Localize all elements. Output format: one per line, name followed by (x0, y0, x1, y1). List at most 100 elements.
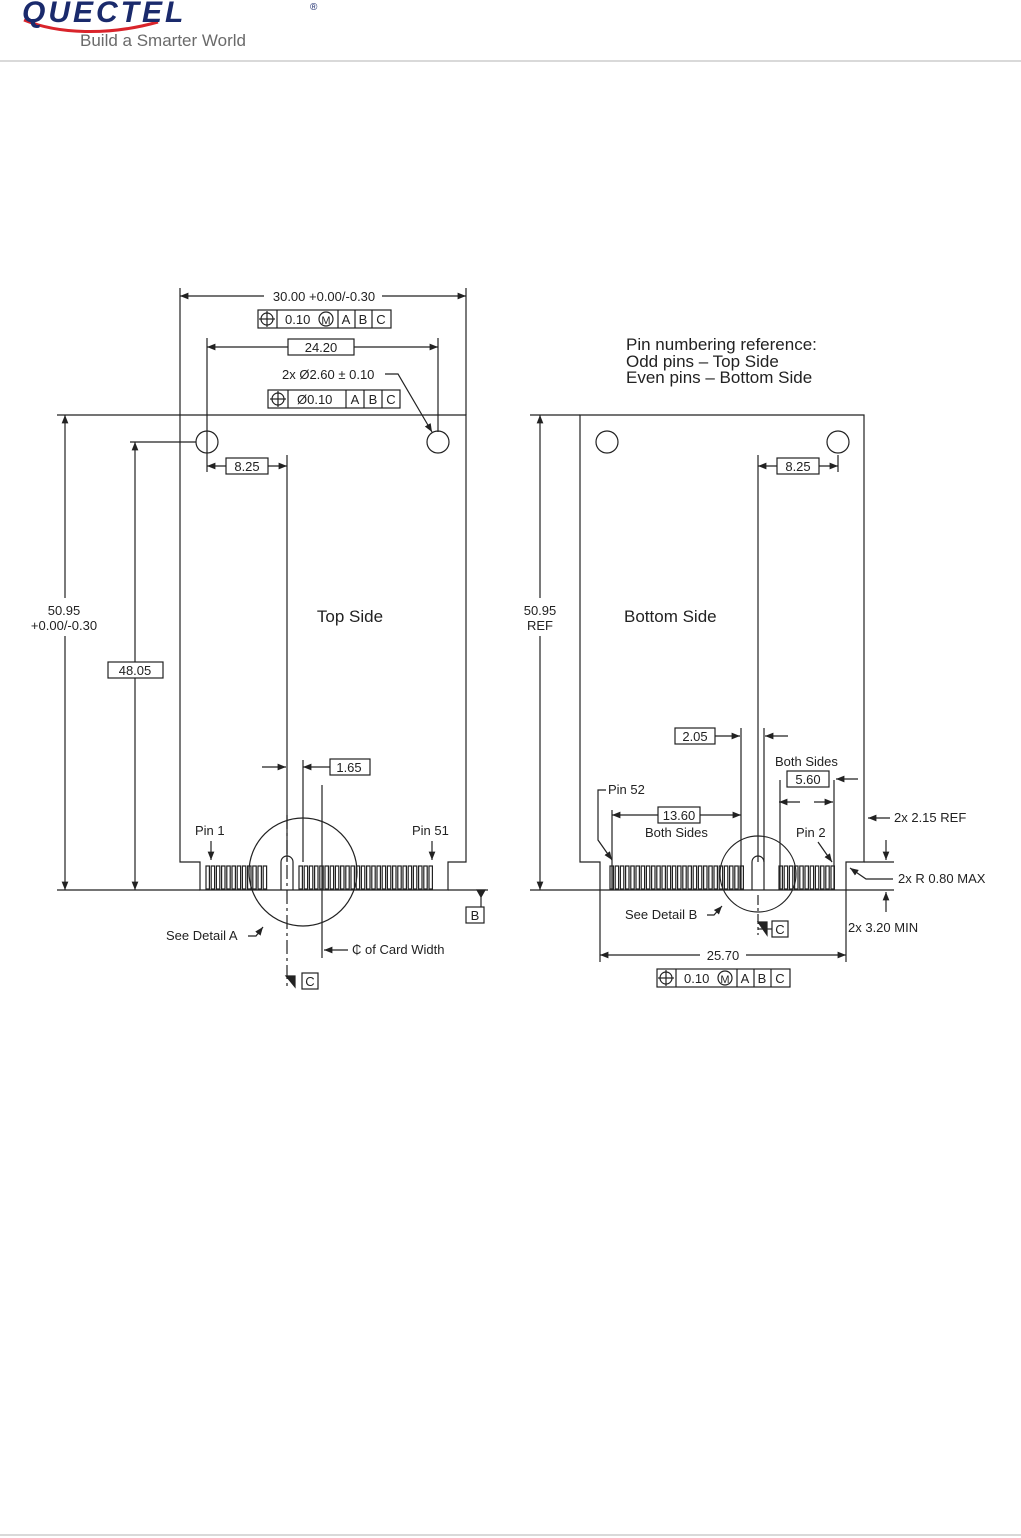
detail-b-label: See Detail B (625, 907, 697, 922)
fcf-datum-a: A (342, 312, 351, 327)
mmc-icon (318, 311, 334, 327)
pin-contact (257, 865, 263, 890)
pin-contact (708, 865, 713, 890)
leader-line (707, 905, 723, 916)
fcf-mod: M (321, 315, 330, 327)
datum-c-label: C (775, 922, 784, 937)
pin-contact (825, 865, 830, 890)
dim-box (287, 338, 355, 356)
pin-contact (734, 865, 739, 890)
pin-contact (366, 865, 371, 890)
notch-min: 2x 3.20 MIN (848, 920, 918, 935)
bottom-side-view: Pin numbering reference: Odd pins – Top … (524, 335, 986, 988)
bottom-hole-offset: 8.25 (785, 459, 810, 474)
pin-contact (713, 865, 719, 890)
pitch-left: 13.60 (663, 808, 696, 823)
pin-51-label: Pin 51 (412, 823, 449, 838)
pin-contact (334, 865, 340, 890)
pin-contact (788, 865, 794, 890)
pin-contact (226, 865, 231, 890)
pin-contact (376, 865, 382, 890)
pin-contact (676, 865, 682, 890)
both-sides-label: Both Sides (775, 754, 838, 769)
dim-box (107, 661, 164, 679)
top-hole-offset: 8.25 (234, 459, 259, 474)
logo-registered: ® (310, 2, 318, 13)
pin-contact (656, 865, 661, 890)
pin-contact (386, 865, 392, 890)
pin-contact (262, 865, 268, 890)
pin-contact (252, 865, 257, 890)
pin-contact (635, 865, 641, 890)
datum-c-label: C (305, 974, 314, 989)
pin-contact (799, 865, 804, 890)
pin-contact (423, 865, 428, 890)
bottom-height-2: REF (527, 618, 553, 633)
datum-c-triangle (284, 975, 296, 989)
pin-contact (624, 865, 630, 890)
pin-52-label: Pin 52 (608, 782, 645, 797)
hole-spacing: 24.20 (305, 340, 338, 355)
hole-fcf (267, 389, 401, 409)
pin-contact (783, 865, 789, 890)
pin-contact (692, 865, 698, 890)
pin-contact (397, 865, 402, 890)
dim-box (776, 457, 820, 475)
bottom-pins-left (609, 865, 745, 890)
pin-contact (697, 865, 703, 890)
bottom-hole-right (826, 430, 850, 454)
pin-contact (298, 865, 304, 890)
pin-contact (682, 865, 687, 890)
quectel-logo: QUECTEL ® Build a Smarter World (22, 0, 318, 50)
pin-contact (671, 865, 677, 890)
pin-2-label: Pin 2 (796, 825, 826, 840)
pin-contact (345, 865, 350, 890)
pin-contact (814, 865, 820, 890)
fcf-datum-c: C (376, 312, 385, 327)
bottom-width-dim: 25.70 (707, 948, 740, 963)
pin-contact (241, 865, 247, 890)
pin-contact (428, 865, 434, 890)
pin-contact (340, 865, 345, 890)
datum-b-box (465, 906, 485, 924)
pin-contact (645, 865, 651, 890)
dim-box (786, 770, 830, 788)
bottom-side-label: Bottom Side (624, 607, 717, 626)
bottom-hole-left (595, 430, 619, 454)
pin-contact (723, 865, 729, 890)
hole-fcf-b: B (369, 392, 378, 407)
pin-contact (819, 865, 825, 890)
pin-contact (702, 865, 708, 890)
pin-contact (619, 865, 625, 890)
pin-contact (407, 865, 413, 890)
radius-label: 2x R 0.80 MAX (898, 871, 986, 886)
slot-offset: 1.65 (336, 760, 361, 775)
hole-fcf-c: C (386, 392, 395, 407)
pin-contact (215, 865, 221, 890)
bottom-card-outline (579, 414, 865, 891)
top-pins-right (298, 865, 434, 890)
top-hole-right (426, 430, 450, 454)
pin-contact (350, 865, 356, 890)
pin-contact (661, 865, 667, 890)
logo-brand: QUECTEL (22, 0, 186, 29)
top-pins-left (205, 865, 268, 890)
dim-box (329, 758, 371, 776)
leader-line (385, 373, 433, 433)
bottom-height-1: 50.95 (524, 603, 557, 618)
pin-contact (236, 865, 242, 890)
bottom-fcf-c: C (775, 971, 784, 986)
top-fcf (257, 309, 392, 329)
bottom-fcf-mod: M (720, 974, 729, 986)
pitch-right: 5.60 (795, 772, 820, 787)
pin-contact (329, 865, 335, 890)
fcf-datum-b: B (359, 312, 368, 327)
hole-callout: 2x Ø2.60 ± 0.10 (282, 367, 374, 382)
pin-contact (221, 865, 226, 890)
pin-contact (728, 865, 734, 890)
dim-box (225, 457, 269, 475)
both-sides-label-2: Both Sides (645, 825, 708, 840)
datum-b-label: B (471, 908, 480, 923)
pin-contact (402, 865, 408, 890)
